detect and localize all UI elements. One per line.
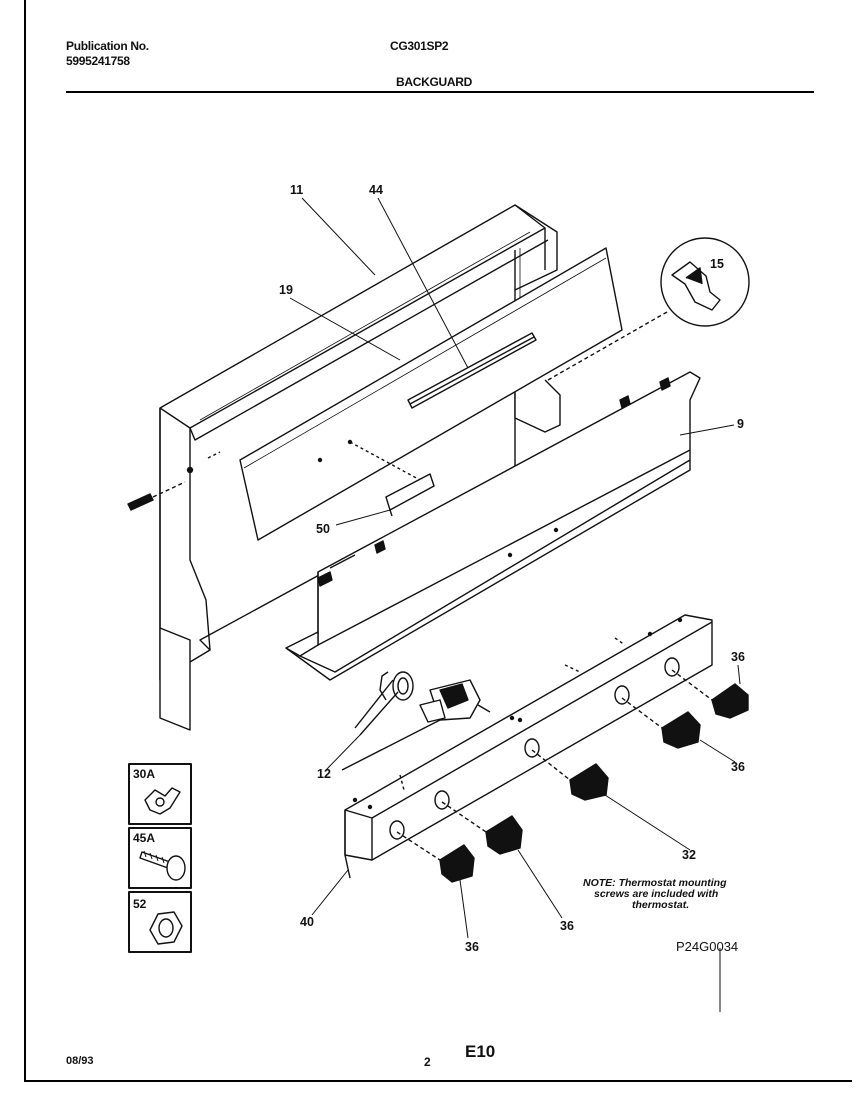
- diagram-code: P24G0034: [676, 939, 738, 954]
- knob-4: [441, 801, 523, 855]
- knob-2: [621, 697, 701, 749]
- callout-36-top: 36: [731, 650, 745, 664]
- knob-5: [396, 831, 475, 883]
- header-rule: [66, 91, 814, 93]
- publication-number: 5995241758: [66, 54, 130, 68]
- model-number: CG301SP2: [390, 39, 449, 53]
- callout-36-middle: 36: [560, 919, 574, 933]
- callout-32: 32: [682, 848, 696, 862]
- callout-36-right: 36: [731, 760, 745, 774]
- footer-date: 08/93: [66, 1055, 94, 1067]
- inset-box-52: [128, 891, 192, 953]
- clip-part: [385, 473, 435, 517]
- note-line-3: thermostat.: [632, 899, 689, 911]
- callout-9: 9: [737, 417, 744, 431]
- drawing-sheet: [24, 0, 852, 1082]
- trim-strip: [407, 332, 537, 409]
- screw-left: [127, 481, 186, 511]
- footer-code: E10: [465, 1042, 496, 1061]
- section-title: BACKGUARD: [396, 75, 472, 89]
- inset-label-45a: 45A: [133, 831, 155, 845]
- note-line-1: NOTE: Thermostat mounting: [583, 877, 727, 889]
- callout-50: 50: [316, 522, 330, 536]
- inset-box-45a: [128, 827, 192, 889]
- thermostat-part: [341, 671, 491, 771]
- inset-label-30a: 30A: [133, 767, 155, 781]
- bracket-detail-inset: [547, 237, 750, 381]
- knob-3: [531, 749, 609, 801]
- callout-40: 40: [300, 915, 314, 929]
- callout-44: 44: [369, 183, 383, 197]
- note-line-2: screws are included with: [594, 888, 718, 900]
- publication-label: Publication No.: [66, 39, 149, 53]
- manifold-panel: [344, 614, 713, 879]
- callout-36-bottom: 36: [465, 940, 479, 954]
- knob-1: [671, 669, 749, 719]
- footer-page-number: 2: [424, 1055, 431, 1069]
- leader-lines: [289, 197, 741, 1012]
- callout-11: 11: [290, 183, 303, 197]
- callout-12: 12: [317, 767, 331, 781]
- callout-19: 19: [279, 283, 293, 297]
- callout-15: 15: [710, 257, 724, 271]
- inset-box-30a: [128, 763, 192, 825]
- control-channel: [285, 371, 701, 681]
- inset-label-52: 52: [133, 897, 147, 911]
